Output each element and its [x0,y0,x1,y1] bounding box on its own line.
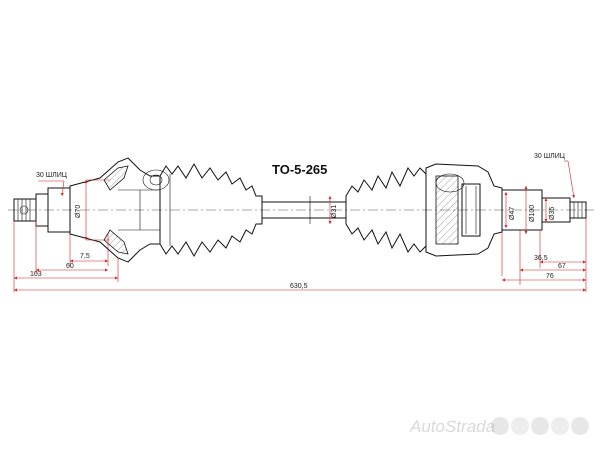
right-spline-end [501,189,587,231]
inner-diameter-100: Ø100 [529,205,536,222]
right-spline-label: 30 ШЛИЦ [534,153,566,160]
inner-diameter-47: Ø47 [509,207,516,220]
dim-103: 103 [30,271,42,278]
left-spline-label: 30 ШЛИЦ [36,172,68,179]
left-spline-end [13,187,71,233]
dim-76: 76 [546,273,554,280]
dim-36-5: 36,5 [534,255,548,262]
dim-total: 630,5 [290,283,308,290]
watermark-logo-icon [491,417,589,435]
dim-67: 67 [558,263,566,270]
dim-60: 60 [66,263,74,270]
part-number-title: TO-5-265 [272,162,327,177]
watermark-text: AutoStrada [409,417,495,436]
shaft-diameter: Ø31 [331,205,338,218]
dim-7-5: 7,5 [80,253,90,260]
inner-diameter-35: Ø35 [549,207,556,220]
outer-boot [159,162,263,258]
outer-cv-joint [69,157,170,263]
outer-joint-diameter: Ø70 [75,205,82,218]
